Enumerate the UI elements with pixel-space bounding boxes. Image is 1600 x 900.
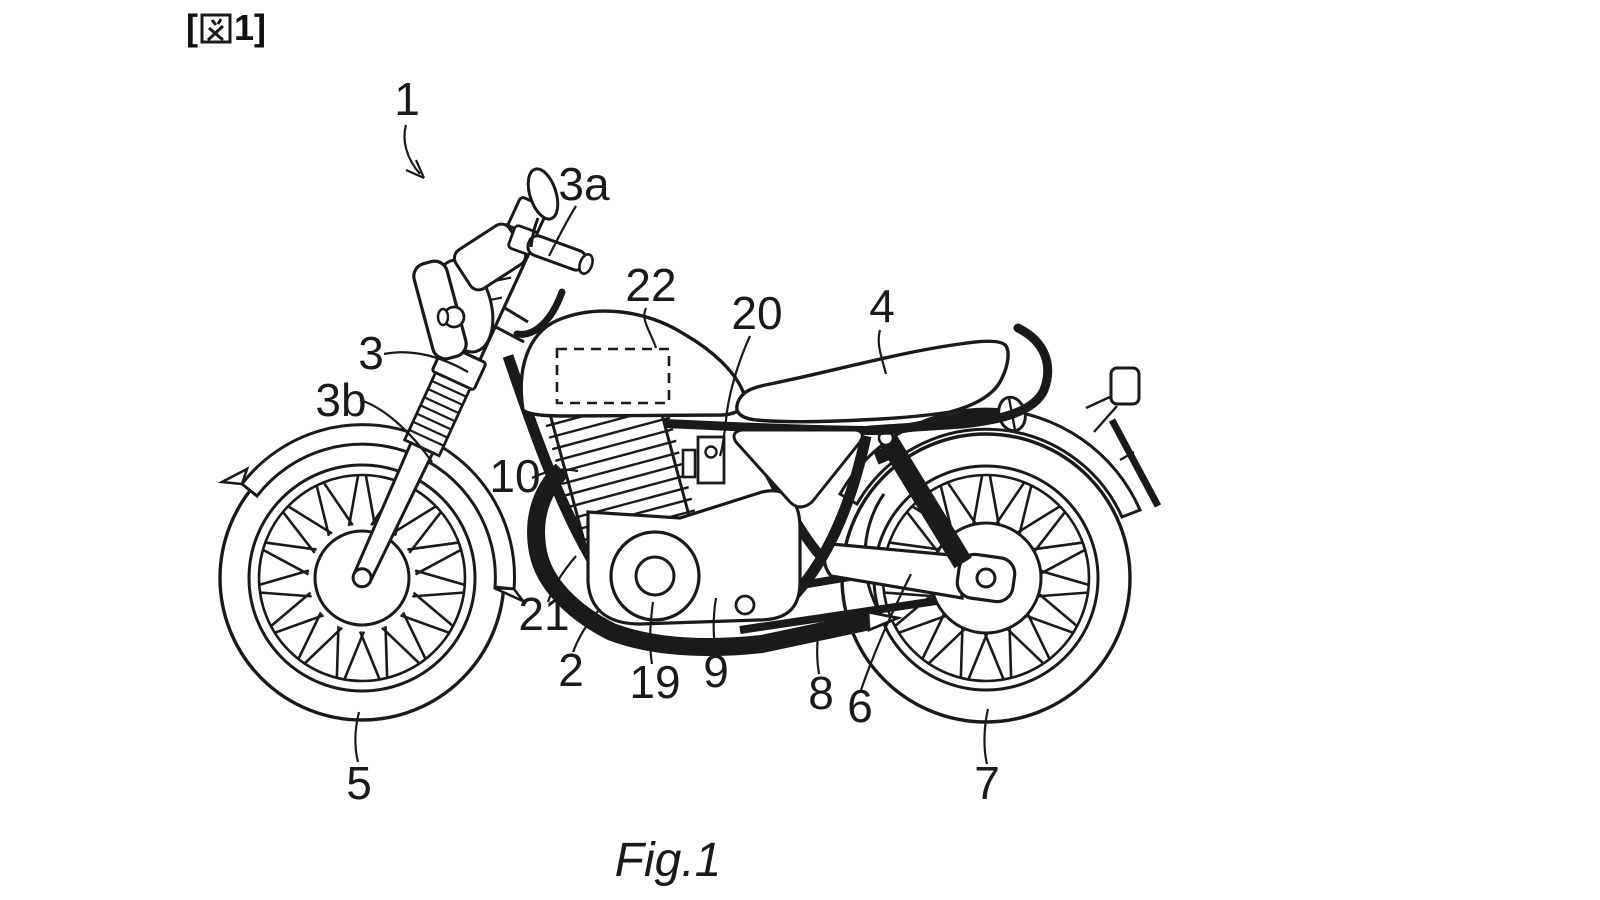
ref-label-9: 9 (703, 645, 729, 697)
ref-label-3a: 3a (558, 158, 610, 210)
figure-tag: [ 1] (186, 10, 266, 46)
engine (545, 378, 802, 626)
hidden-component-box (555, 347, 671, 405)
ref-label-6: 6 (847, 680, 873, 732)
mirror (526, 167, 560, 248)
tail-light (1085, 366, 1141, 433)
grab-rail (865, 323, 1053, 435)
leader-lines (354, 124, 990, 765)
figure-caption: Fig.1 (615, 834, 722, 887)
ref-label-3b: 3b (315, 374, 366, 426)
exhaust-pipe (527, 463, 903, 657)
ref-label-20: 20 (731, 287, 782, 339)
license-plate (1108, 418, 1162, 508)
ref-label-5: 5 (346, 757, 372, 809)
ref-label-10: 10 (489, 450, 540, 502)
reference-numerals: 1 3a 22 20 4 3 3b 10 21 2 19 9 8 6 5 7 (315, 73, 999, 809)
rear-fender (837, 407, 1143, 519)
front-fender (217, 423, 528, 605)
ref-label-22: 22 (625, 259, 676, 311)
kanji-zu-icon (200, 13, 232, 44)
figure-tag-open-bracket: [ (186, 7, 198, 48)
ref-label-8: 8 (808, 667, 834, 719)
handlebar (507, 224, 594, 338)
ref-label-1: 1 (394, 73, 420, 125)
side-cover (732, 428, 864, 509)
rear-axle (975, 567, 997, 589)
fuel-tank (519, 309, 747, 418)
ref-label-4: 4 (869, 280, 895, 332)
seat (735, 339, 1010, 424)
front-axle (351, 567, 373, 589)
carburetor (681, 435, 726, 485)
ref-label-2: 2 (558, 644, 584, 696)
ref-label-19: 19 (629, 656, 680, 708)
swingarm (822, 493, 1017, 625)
ref-label-3: 3 (358, 327, 384, 379)
ref-label-21: 21 (518, 588, 569, 640)
case-bolt (734, 594, 756, 616)
ref-label-7: 7 (974, 757, 1000, 809)
figure-tag-number: 1] (234, 7, 267, 48)
